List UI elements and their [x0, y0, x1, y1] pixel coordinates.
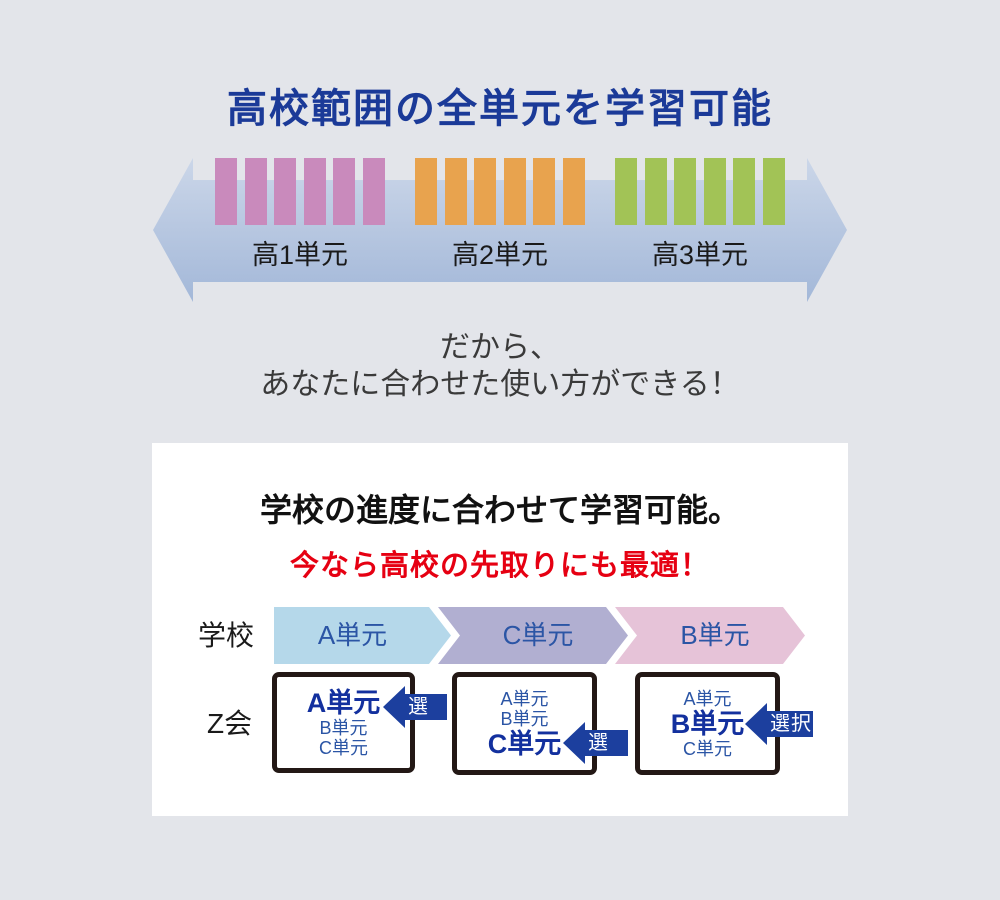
zkai-unit-box-2: A単元 B単元 C単元	[452, 672, 597, 775]
page-title: 高校範囲の全単元を学習可能	[227, 87, 773, 131]
unit-item: B単元	[319, 717, 368, 738]
unit-bar-group-grade1	[215, 158, 385, 225]
lead-line-2: あなたに合わせた使い方ができる！	[260, 368, 740, 401]
unit-bar	[644, 158, 667, 225]
unit-item: B単元	[500, 708, 549, 729]
panel-heading: 学校の進度に合わせて学習可能。	[259, 492, 740, 528]
unit-bar	[415, 158, 437, 225]
unit-bar	[533, 158, 556, 225]
timeline-arrow	[153, 158, 847, 302]
unit-bar	[703, 158, 726, 225]
unit-item: C単元	[319, 737, 368, 758]
lead-line-1: だから、	[440, 331, 560, 364]
info-panel: 学校の進度に合わせて学習可能。 今なら高校の先取りにも最適！ 学校 A単元 C単…	[152, 443, 848, 816]
unit-bar	[362, 158, 385, 225]
grade3-units-label: 高3単元	[651, 240, 749, 270]
unit-bar-group-grade2	[415, 158, 585, 225]
unit-bar	[562, 158, 585, 225]
unit-item: C単元	[683, 738, 732, 759]
grade2-units-label: 高2単元	[451, 240, 549, 270]
lead-text: だから、 あなたに合わせた使い方ができる！	[0, 329, 1000, 403]
unit-bar	[215, 158, 237, 225]
unit-item: A単元	[500, 688, 549, 709]
unit-item: A単元	[683, 688, 732, 709]
grade1-units-label: 高1単元	[251, 240, 349, 270]
unit-bar	[244, 158, 267, 225]
unit-bar	[762, 158, 785, 225]
school-chevron-3: B単元	[615, 607, 805, 664]
unit-item-selected: A単元	[306, 687, 381, 718]
unit-item-selected: C単元	[487, 728, 562, 759]
school-chevron-2: C単元	[438, 607, 628, 664]
unit-bar	[733, 158, 756, 225]
unit-bar	[503, 158, 526, 225]
panel-subheading: 今なら高校の先取りにも最適！	[289, 550, 710, 582]
unit-bar	[333, 158, 356, 225]
school-row-label: 学校	[198, 620, 255, 651]
unit-item-selected: B単元	[670, 708, 745, 739]
school-chevron-1: A単元	[274, 607, 451, 664]
zkai-unit-box-1: A単元 B単元 C単元	[272, 672, 415, 773]
unit-bar	[674, 158, 697, 225]
unit-bar	[615, 158, 637, 225]
unit-bar	[444, 158, 467, 225]
unit-bar-group-grade3	[615, 158, 785, 225]
unit-bar	[274, 158, 297, 225]
unit-bar	[474, 158, 497, 225]
zkai-row-label: Z会	[207, 708, 253, 739]
unit-bar	[303, 158, 326, 225]
